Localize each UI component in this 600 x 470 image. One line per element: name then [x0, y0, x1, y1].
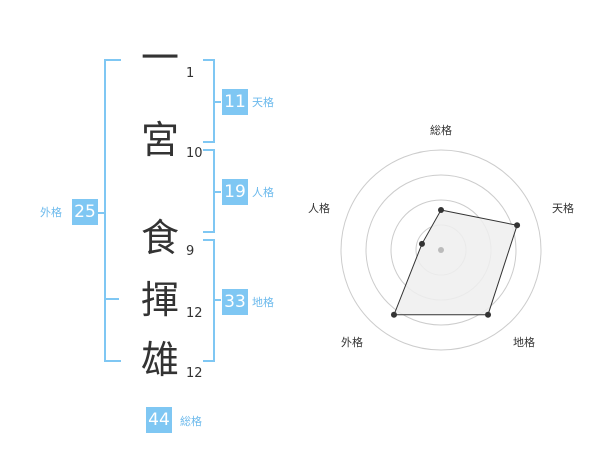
radar-label-soukaku: 総格 — [430, 123, 452, 137]
chikaku-bracket-tick — [215, 299, 221, 301]
chikaku-value: 33 — [222, 289, 248, 315]
radar-point-3 — [390, 311, 397, 318]
stroke-count-4: 12 — [186, 306, 203, 321]
jinkaku-label: 人格 — [252, 186, 274, 199]
stroke-count-5: 12 — [186, 366, 203, 381]
radar-label-jinkaku: 人格 — [308, 201, 330, 215]
jinkaku-bracket — [203, 149, 215, 233]
jinkaku-bracket-tick — [215, 191, 221, 193]
name-char-3: 食 — [140, 216, 179, 260]
radar-score-area — [393, 209, 518, 316]
tenkaku-label: 天格 — [252, 96, 274, 109]
stroke-count-2: 10 — [186, 146, 203, 161]
tenkaku-bracket — [203, 59, 215, 143]
gaikaku-bracket-divider — [104, 298, 119, 300]
stroke-count-1: 1 — [186, 66, 195, 81]
gaikaku-bracket — [104, 59, 121, 362]
radar-center-dot — [438, 247, 444, 253]
radar-label-gaikaku: 外格 — [341, 335, 363, 349]
stroke-count-3: 9 — [186, 244, 195, 259]
radar-label-chikaku: 地格 — [513, 335, 535, 349]
name-char-2: 宮 — [140, 118, 179, 162]
tenkaku-value: 11 — [222, 89, 248, 115]
chikaku-bracket — [203, 239, 215, 362]
radar-grid-ring — [365, 174, 517, 326]
radar-point-4 — [418, 240, 425, 247]
name-char-1: 一 — [140, 36, 179, 80]
radar-label-tenkaku: 天格 — [552, 201, 574, 215]
jinkaku-value: 19 — [222, 179, 248, 205]
radar-point-2 — [485, 311, 492, 318]
gaikaku-bracket-tick — [96, 212, 104, 214]
radar-grid-ring — [340, 149, 542, 351]
radar-point-0 — [438, 207, 444, 213]
radar-point-1 — [514, 222, 521, 229]
radar-points — [390, 207, 521, 318]
gaikaku-value: 25 — [72, 199, 98, 225]
radar-axis-labels: 総格 天格 地格 外格 人格 — [308, 123, 574, 349]
soukaku-value: 44 — [146, 407, 172, 433]
soukaku-label: 総格 — [180, 415, 202, 428]
chikaku-label: 地格 — [252, 296, 274, 309]
name-char-4: 揮 — [140, 278, 179, 322]
gaikaku-label: 外格 — [40, 206, 62, 219]
name-char-5: 雄 — [140, 338, 179, 382]
tenkaku-bracket-tick — [215, 101, 221, 103]
